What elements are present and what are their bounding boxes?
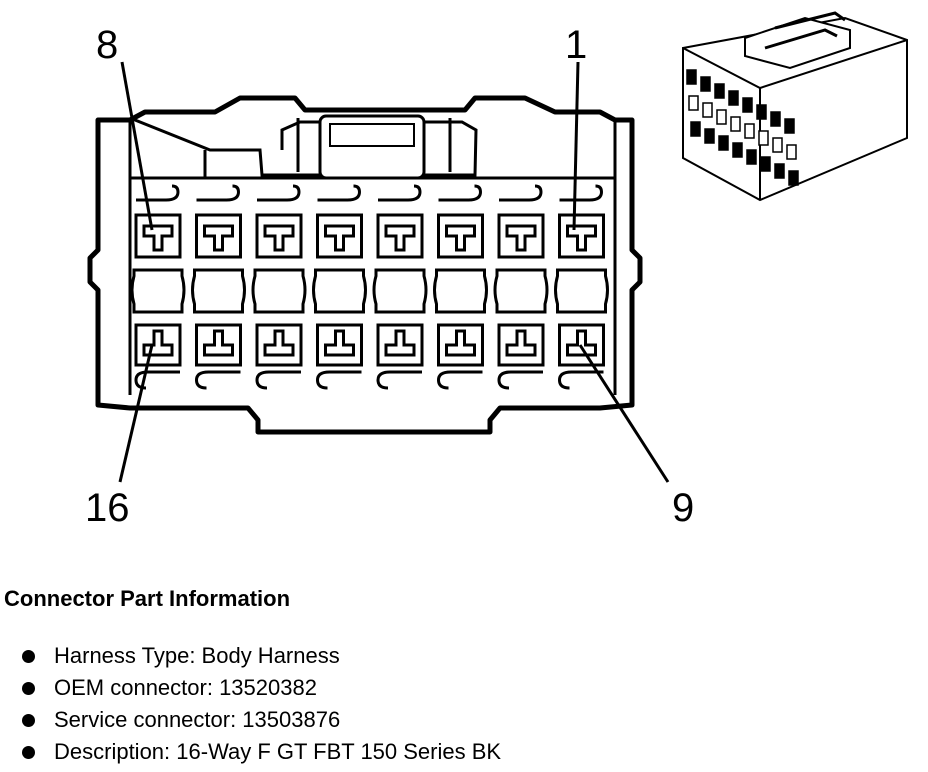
latch-hook xyxy=(499,184,543,202)
iso-cavity xyxy=(732,142,743,158)
iso-cavity xyxy=(770,111,781,127)
latch-hook xyxy=(194,370,241,390)
latch-hook xyxy=(136,184,180,202)
middle-cavity xyxy=(251,268,307,314)
middle-cavity xyxy=(493,268,549,314)
iso-cavity xyxy=(702,102,713,118)
latch-hook xyxy=(315,370,362,390)
pin-cavity-12 xyxy=(376,323,424,367)
connector-3d-icon xyxy=(682,11,908,202)
latch-hook xyxy=(196,184,241,202)
info-item-description: Description: 16-Way F GT FBT 150 Series … xyxy=(4,736,924,768)
pin-cavity-16 xyxy=(134,323,182,367)
iso-cavity xyxy=(700,76,711,92)
iso-cavity xyxy=(690,121,701,137)
iso-cavity xyxy=(744,123,755,139)
iso-cavity xyxy=(772,137,783,153)
iso-cavity xyxy=(688,95,699,111)
info-item-text: Description: 16-Way F GT FBT 150 Series … xyxy=(54,739,502,764)
pin-label-16: 16 xyxy=(85,486,130,530)
middle-cavity xyxy=(372,268,428,314)
info-item-text: OEM connector: 13520382 xyxy=(54,675,317,700)
connector-face-icon xyxy=(87,61,670,483)
middle-cavity xyxy=(554,268,609,314)
connector-part-info: Connector Part Information Harness Type:… xyxy=(4,584,924,768)
info-list: Harness Type: Body Harness OEM connector… xyxy=(4,640,924,768)
iso-cavity xyxy=(728,90,739,106)
pin-cavity-3 xyxy=(437,213,484,259)
iso-cavity xyxy=(760,156,771,172)
iso-cavity xyxy=(718,135,729,151)
info-item-oem-connector: OEM connector: 13520382 xyxy=(4,672,924,704)
pin-label-8: 8 xyxy=(96,23,119,67)
pin-cavity-10 xyxy=(497,323,545,367)
pin-cavity-5 xyxy=(316,213,363,259)
latch-hook xyxy=(257,184,301,202)
pin-cavity-1 xyxy=(558,213,605,259)
bullet-icon xyxy=(22,746,35,759)
pin-cavity-8 xyxy=(134,213,182,259)
pin-cavity-2 xyxy=(497,213,545,259)
latch-hook xyxy=(557,370,604,390)
pin-cavity-4 xyxy=(376,213,424,259)
info-item-text: Harness Type: Body Harness xyxy=(54,643,340,668)
connector-diagram: 8 1 16 9 xyxy=(85,11,908,530)
middle-cavity xyxy=(191,268,246,314)
pin-cavity-6 xyxy=(255,213,303,259)
iso-cavity xyxy=(686,69,697,85)
pin-cavity-14 xyxy=(255,323,303,367)
iso-cavity xyxy=(704,128,715,144)
info-item-text: Service connector: 13503876 xyxy=(54,707,341,732)
info-title: Connector Part Information xyxy=(4,586,291,611)
iso-cavity xyxy=(788,170,799,186)
iso-cavity xyxy=(758,130,769,146)
latch-hook xyxy=(378,184,422,202)
middle-cavity xyxy=(433,268,488,314)
latch-hook xyxy=(497,370,543,390)
iso-cavity xyxy=(746,149,757,165)
latch-hook xyxy=(438,184,483,202)
latch-hook xyxy=(376,370,422,390)
pin-label-9: 9 xyxy=(672,486,695,530)
iso-cavity xyxy=(784,118,795,134)
middle-cavity xyxy=(130,268,186,314)
iso-cavity xyxy=(774,163,785,179)
iso-cavity xyxy=(756,104,767,120)
iso-cavity xyxy=(786,144,797,160)
info-item-harness-type: Harness Type: Body Harness xyxy=(4,640,924,672)
latch-hook xyxy=(559,184,604,202)
latch-hook xyxy=(436,370,483,390)
bullet-icon xyxy=(22,682,35,695)
middle-cavity xyxy=(312,268,367,314)
iso-cavity xyxy=(714,83,725,99)
latch-hook xyxy=(317,184,362,202)
pin-cavity-15 xyxy=(195,323,242,367)
latch-hook xyxy=(255,370,301,390)
bullet-icon xyxy=(22,650,35,663)
bullet-icon xyxy=(22,714,35,727)
iso-cavity xyxy=(742,97,753,113)
pin-cavity-7 xyxy=(195,213,242,259)
iso-cavity xyxy=(716,109,727,125)
pin-cavity-13 xyxy=(316,323,363,367)
iso-cavity xyxy=(730,116,741,132)
info-item-service-connector: Service connector: 13503876 xyxy=(4,704,924,736)
pin-label-1: 1 xyxy=(565,23,588,67)
pin-cavity-11 xyxy=(437,323,484,367)
